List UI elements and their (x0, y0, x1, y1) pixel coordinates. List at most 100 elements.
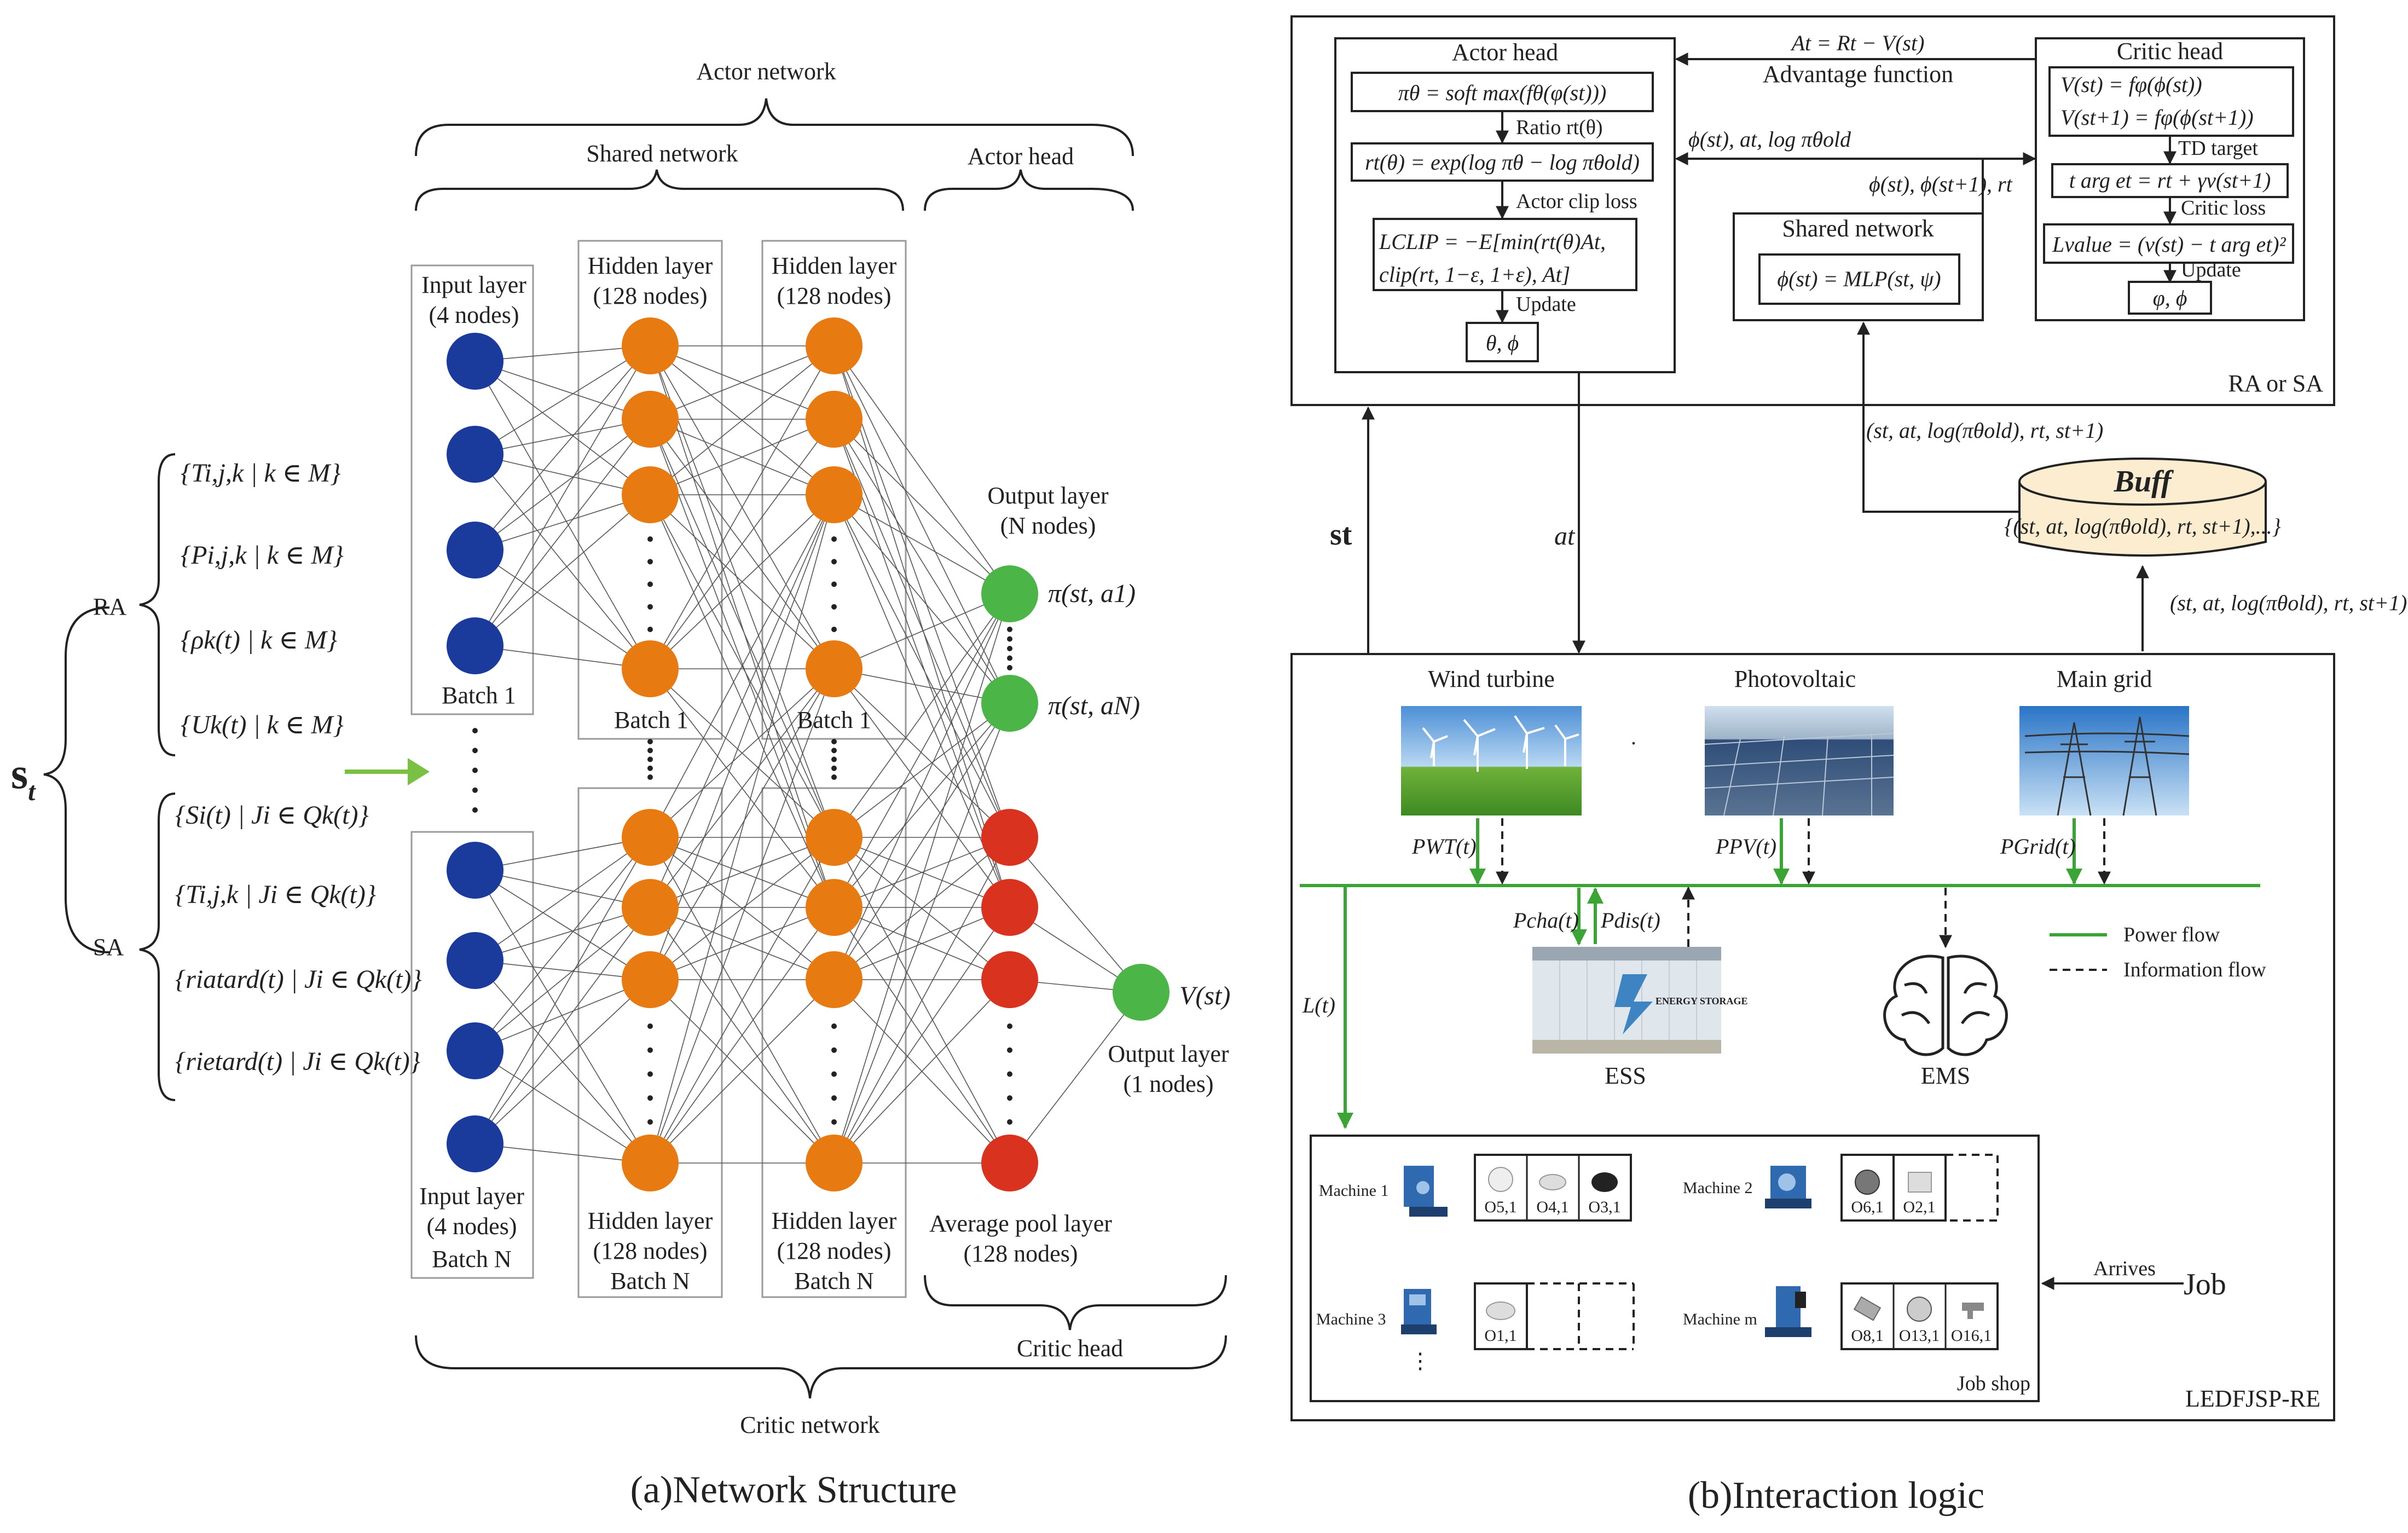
network-edge (833, 419, 1010, 908)
hidden2-bottom-box (761, 787, 907, 1298)
ra-set: {ρk(t) | k ∈ M} (181, 626, 337, 655)
pool-node (981, 1135, 1038, 1191)
op-queue-3: O1,1 (1474, 1282, 1635, 1350)
network-edge (833, 668, 1010, 704)
flow-legend: Power flow Information flow (2050, 923, 2266, 981)
network-edge (833, 593, 1010, 980)
hidden-node (622, 640, 679, 697)
network-edge (474, 870, 651, 1164)
hidden1-top-label: Hidden layer(128 nodes) (588, 252, 713, 309)
tuple-side: (st, at, log(πθold), rt, st+1) (2170, 591, 2407, 615)
job-shop-box (1310, 1135, 2040, 1402)
buff-content: {(st, at, log(πθold), rt, st+1),...} (2004, 514, 2280, 539)
network-edge (650, 979, 835, 1164)
ledfjsp-label: LEDFJSP-RE (2185, 1385, 2320, 1412)
network-edge (650, 494, 835, 1164)
st-label: st (1330, 518, 1352, 552)
hidden-node (806, 466, 863, 523)
node-ellipsis (1007, 655, 1012, 661)
network-edge (650, 907, 835, 1164)
network-edge (833, 907, 1010, 980)
node-ellipsis (647, 1095, 653, 1101)
photovoltaic-image (1704, 706, 1894, 816)
network-edge (650, 345, 835, 420)
ess-label: ESS (1605, 1062, 1646, 1089)
node-ellipsis (831, 1119, 837, 1125)
critic-eq3-box (2051, 163, 2289, 198)
network-edge (650, 494, 835, 980)
machine-icon (1765, 1166, 1811, 1208)
right-caption: (b)Interaction logic (1688, 1474, 1984, 1517)
dot-separator: . (1631, 725, 1636, 749)
network-edge (474, 361, 651, 495)
node-ellipsis (831, 604, 837, 610)
hidden-node (622, 391, 679, 448)
buffer-cylinder: Buff {(st, at, log(πθold), rt, st+1),...… (2004, 458, 2281, 557)
network-edge (474, 419, 651, 455)
hidden2-top-batch: Batch 1 (797, 707, 871, 733)
pool-node (981, 809, 1038, 866)
sa-set: {riatard(t) | Ji ∈ Qk(t)} (175, 965, 422, 994)
batch-ellipsis (472, 787, 478, 793)
critic-head-label-left: Critic head (1017, 1335, 1123, 1362)
network-edge (650, 668, 835, 980)
avgpool-label: Average pool layer(128 nodes) (929, 1210, 1112, 1267)
node-ellipsis (831, 1071, 837, 1077)
network-edge (474, 419, 651, 551)
wind-label: Wind turbine (1428, 666, 1555, 692)
hidden-node (622, 951, 679, 1008)
wind-turbine-image (1401, 706, 1582, 815)
network-edge (833, 345, 1010, 704)
batch-ellipsis (647, 739, 653, 744)
batch-ellipsis (831, 739, 837, 744)
ess-sign-text: ENERGY STORAGE (1656, 996, 1748, 1006)
network-edge (833, 703, 1010, 908)
network-edge (650, 345, 835, 838)
actor-eq3-box (1373, 218, 1637, 291)
clip-loss-label: Actor clip loss (1516, 190, 1637, 213)
ra-set: {Ti,j,k | k ∈ M} (181, 459, 340, 488)
load-label: L(t) (1302, 993, 1335, 1017)
machine-label: Machine 2 (1683, 1179, 1752, 1197)
network-edge (833, 419, 1010, 838)
ra-or-sa-label: RA or SA (2228, 370, 2323, 397)
sa-set: {rietard(t) | Ji ∈ Qk(t)} (175, 1047, 420, 1076)
job-label: Job (2184, 1268, 2226, 1301)
critic-params: φ, ϕ (2153, 286, 2187, 310)
network-edge (474, 1143, 651, 1164)
batch-ellipsis (831, 756, 837, 762)
op-label: O4,1 (1536, 1198, 1568, 1216)
op-label: O5,1 (1484, 1198, 1516, 1216)
network-edge (650, 907, 835, 980)
ess-image: ENERGY STORAGE (1532, 947, 1748, 1054)
ra-set: {Uk(t) | k ∈ M} (181, 710, 344, 739)
critic-eq4: Lvalue = (v(st) − t arg et)² (2052, 232, 2287, 257)
network-edge (833, 345, 1010, 838)
hidden-node (622, 879, 679, 936)
actor-head-title: Actor head (1452, 39, 1558, 66)
sa-set-list: {Si(t) | Ji ∈ Qk(t)} {Ti,j,k | Ji ∈ Qk(t… (175, 801, 422, 1076)
critic-eq1: V(st) = fφ(ϕ(st)) (2060, 72, 2202, 97)
batch-ellipsis (647, 756, 653, 762)
actor-head-label: Actor head (968, 143, 1074, 170)
value-label: V(st) (1179, 981, 1230, 1010)
machine-icon (1765, 1286, 1811, 1337)
network-edge (474, 979, 651, 1051)
network-edge (474, 361, 651, 669)
actor-network-brace (415, 98, 1134, 157)
node-ellipsis (647, 1023, 653, 1029)
network-edge (474, 870, 651, 980)
op-queue-2: O6,1 O2,1 (1840, 1154, 1999, 1222)
critic-update-label: Update (2181, 258, 2241, 281)
pcha-label: Pcha(t) (1513, 908, 1579, 933)
network-edge (833, 979, 1010, 1164)
hidden-node (622, 809, 679, 866)
network-edge (474, 837, 651, 961)
network-edge (650, 837, 835, 980)
ra-set: {Pi,j,k | k ∈ M} (181, 541, 344, 570)
network-edge (650, 668, 835, 908)
node-ellipsis (1007, 646, 1012, 651)
network-edge (474, 1050, 651, 1164)
hidden-node (806, 317, 863, 374)
pool-node (981, 951, 1038, 1008)
